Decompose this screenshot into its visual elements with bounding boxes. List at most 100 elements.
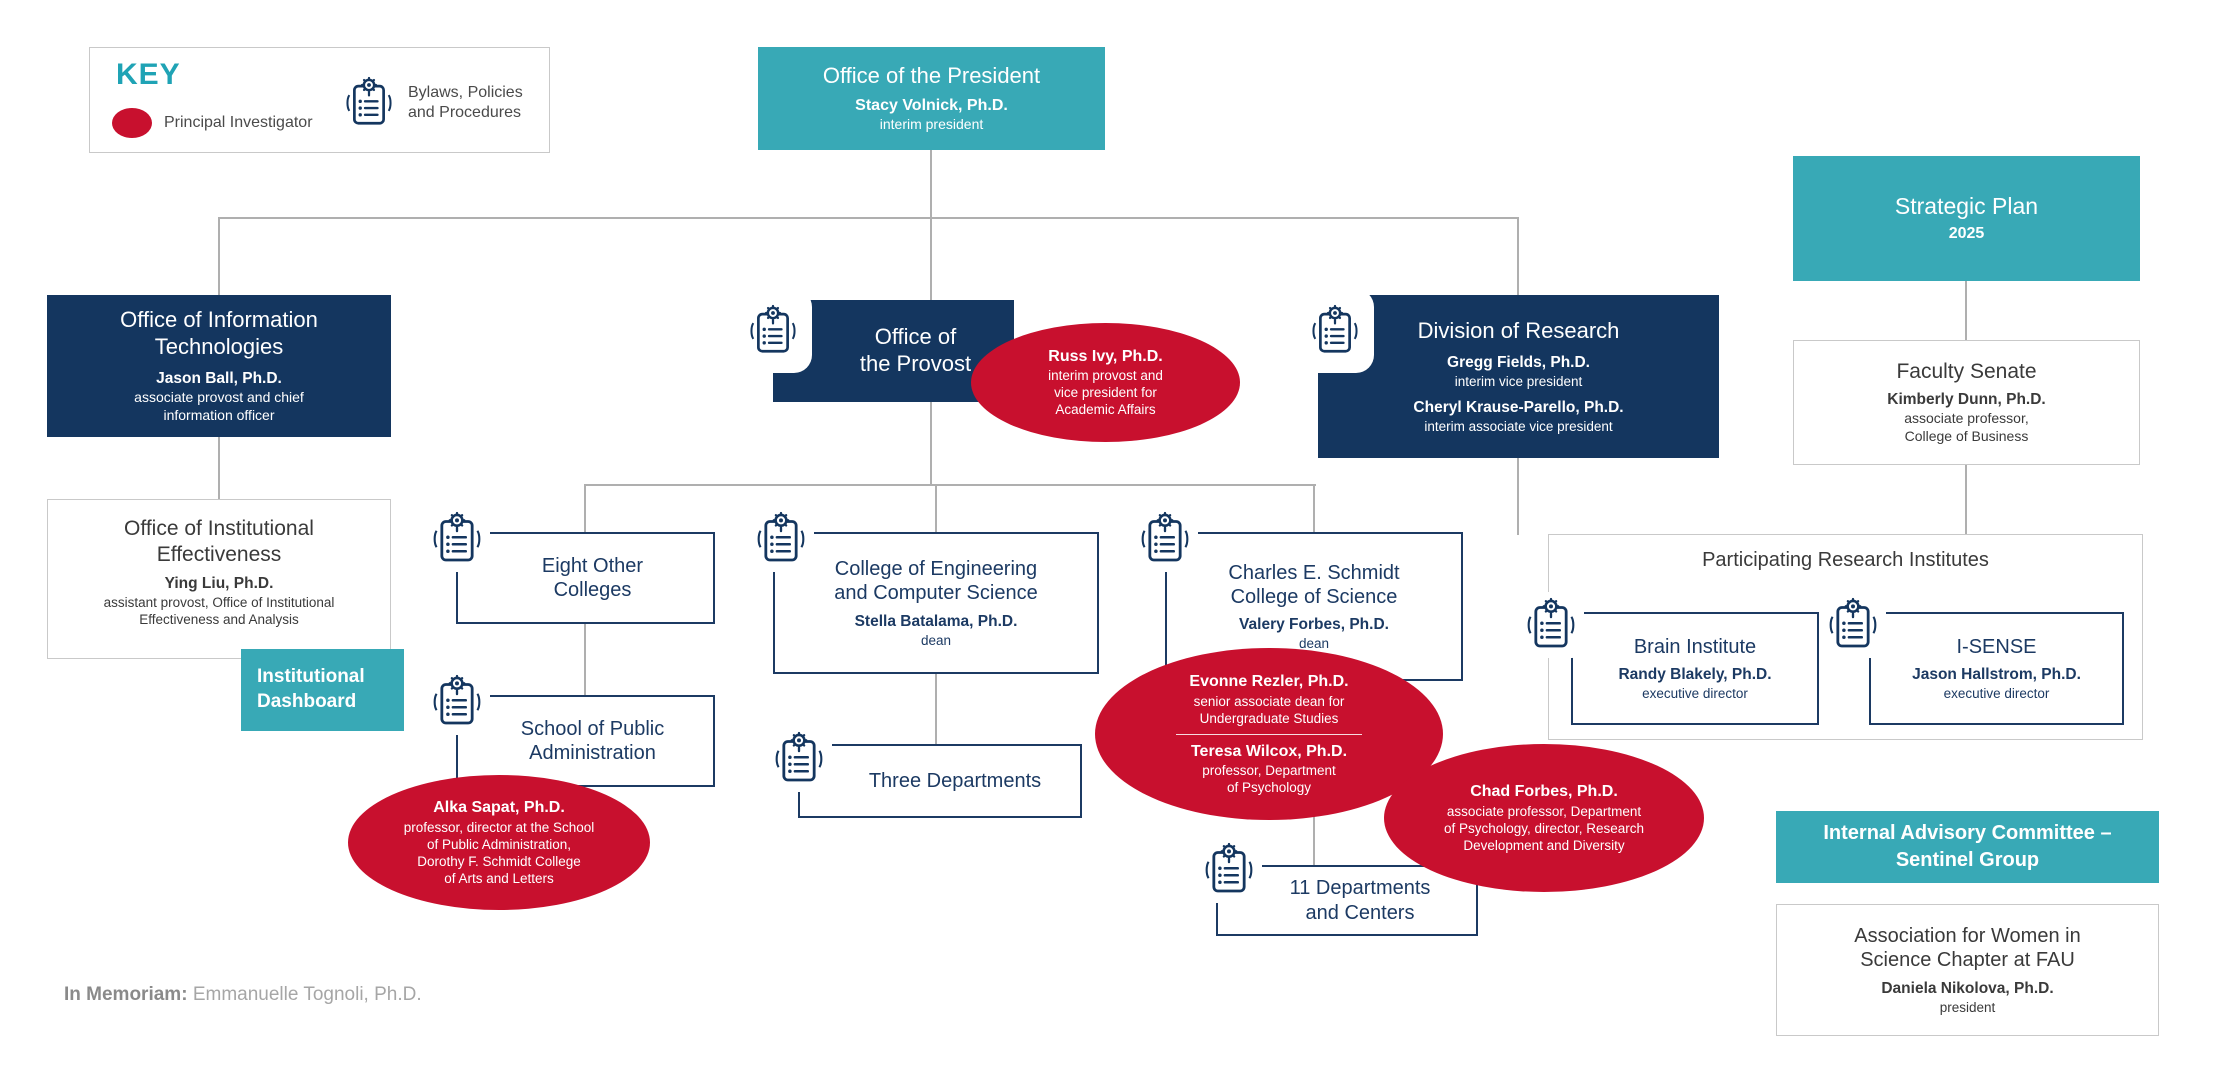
connector-president-provost [930,150,932,301]
key-title: KEY [116,58,181,91]
brain-title: Brain Institute [1633,635,1757,658]
legend-key-box: KEY Principal Investigator Bylaws, Polic… [89,47,550,153]
russ-ivy-role: interim provost and vice president for A… [1048,368,1163,418]
chad-forbes-name: Chad Forbes, Ph.D. [1470,783,1618,801]
node-awis-chapter: Association for Women in Science Chapter… [1776,904,2159,1036]
eleven-departments-title: 11 Departments and Centers [1289,877,1431,924]
brain-role: executive director [1642,686,1748,702]
node-internal-advisory-sentinel: Internal Advisory Committee – Sentinel G… [1776,811,2159,883]
rezler-name: Evonne Rezler, Ph.D. [1189,672,1349,690]
connector-eng-threedept [935,673,937,745]
oie-name: Ying Liu, Ph.D. [164,574,274,592]
engineering-name: Stella Batalama, Ph.D. [854,612,1018,630]
in-memoriam: In Memoriam: Emmanuelle Tognoli, Ph.D. [64,984,422,1006]
schmidt-bylaws-badge [1132,506,1198,572]
node-three-departments: Three Departments [798,744,1082,818]
bylaws-policies-icon [746,304,800,358]
bylaws-policies-icon [1523,597,1579,653]
research-person1-name: Gregg Fields, Ph.D. [1447,353,1590,371]
rezler-role: senior associate dean for Undergraduate … [1193,693,1345,726]
node-institutional-dashboard: Institutional Dashboard [241,649,404,731]
bylaws-policies-icon [753,511,809,567]
oit-name: Jason Ball, Ph.D. [156,369,282,387]
connector-drop-schmidt [1313,484,1315,533]
sentinel-title: Internal Advisory Committee – Sentinel G… [1823,822,2112,871]
connector-colleges-horizontal [584,484,1316,486]
connector-drop-eight [584,484,586,533]
bylaws-policies-icon [1137,511,1193,567]
oval-divider [1175,733,1363,735]
faculty-senate-title: Faculty Senate [1896,359,2037,383]
node-office-information-technologies: Office of Information Technologies Jason… [47,295,391,437]
bylaws-policies-icon [429,511,485,567]
connector-drop-oit [218,217,220,296]
three-departments-title: Three Departments [868,769,1042,792]
awis-role: president [1939,999,1996,1015]
pri-title: Participating Research Institutes [1702,549,1989,571]
node-isense: I-SENSE Jason Hallstrom, Ph.D. executive… [1869,612,2124,725]
connector-drop-research [1517,217,1519,296]
strategic-plan-year: 2025 [1948,225,1985,243]
oit-role: associate provost and chief information … [134,388,304,423]
awis-name: Daniela Nikolova, Ph.D. [1881,979,2054,997]
schmidt-role: dean [1298,636,1330,652]
pi-oval-chad-forbes: Chad Forbes, Ph.D. associate professor, … [1384,744,1704,892]
chad-forbes-role: associate professor, Department of Psych… [1443,803,1645,853]
president-title: Office of the President [822,62,1041,88]
research-person1-role: interim vice president [1454,373,1583,389]
bylaws-policies-icon [429,674,485,730]
eleven-departments-bylaws-badge [1196,837,1262,903]
connector-drop-engineering [935,484,937,533]
node-division-of-research: Division of Research Gregg Fields, Ph.D.… [1318,295,1719,458]
schmidt-name: Valery Forbes, Ph.D. [1239,616,1389,634]
provost-title: Office of the Provost [859,324,972,376]
alka-sapat-role: professor, director at the School of Pub… [403,819,595,886]
bylaws-policies-icon [1308,304,1362,358]
president-name: Stacy Volnick, Ph.D. [855,96,1008,114]
node-office-of-president: Office of the President Stacy Volnick, P… [758,47,1105,150]
public-admin-title: School of Public Administration [520,717,665,764]
key-label-principal-investigator: Principal Investigator [164,114,313,131]
engineering-bylaws-badge [748,506,814,572]
research-person2-name: Cheryl Krause-Parello, Ph.D. [1413,398,1624,416]
three-departments-bylaws-badge [766,726,832,792]
in-memoriam-name: Emmanuelle Tognoli, Ph.D. [192,984,422,1005]
node-office-institutional-effectiveness: Office of Institutional Effectiveness Yi… [47,499,391,659]
connector-provost-down [930,401,932,486]
node-school-public-administration: School of Public Administration [456,695,715,787]
oie-title: Office of Institutional Effectiveness [124,517,314,566]
pi-oval-rezler-wilcox: Evonne Rezler, Ph.D. senior associate de… [1095,648,1443,820]
connector-eight-publicadmin [584,623,586,696]
russ-ivy-name: Russ Ivy, Ph.D. [1048,347,1163,365]
isense-name: Jason Hallstrom, Ph.D. [1912,666,2081,684]
research-bylaws-badge [1296,289,1374,373]
key-label-bylaws: Bylaws, Policies and Procedures [408,84,523,121]
faculty-senate-name: Kimberly Dunn, Ph.D. [1887,391,2046,409]
key-item-principal-investigator: Principal Investigator [112,108,313,138]
bylaws-policies-icon [771,731,827,787]
alka-sapat-name: Alka Sapat, Ph.D. [433,799,565,817]
brain-bylaws-badge [1518,592,1584,658]
wilcox-name: Teresa Wilcox, Ph.D. [1190,742,1348,760]
provost-bylaws-badge [734,289,812,373]
connector-oit-oie [218,437,220,500]
key-item-bylaws: Bylaws, Policies and Procedures [342,76,523,130]
connector-strategic-senate [1965,280,1967,341]
president-role: interim president [879,116,984,133]
public-admin-bylaws-badge [424,669,490,735]
eight-colleges-bylaws-badge [424,506,490,572]
schmidt-title: Charles E. Schmidt College of Science [1228,561,1400,608]
research-person2-role: interim associate vice president [1424,419,1613,435]
bylaws-policies-icon [1825,597,1881,653]
faculty-senate-role: associate professor, College of Business [1904,410,2029,445]
node-eleven-departments-centers: 11 Departments and Centers [1216,865,1478,936]
bylaws-policies-icon [1201,842,1257,898]
in-memoriam-label: In Memoriam: [64,984,188,1005]
isense-role: executive director [1943,686,2050,702]
awis-title: Association for Women in Science Chapter… [1854,925,2081,972]
dashboard-title: Institutional Dashboard [257,666,365,712]
research-title: Division of Research [1417,317,1620,343]
strategic-plan-title: Strategic Plan [1894,193,2039,220]
wilcox-role: professor, Department of Psychology [1202,763,1336,796]
